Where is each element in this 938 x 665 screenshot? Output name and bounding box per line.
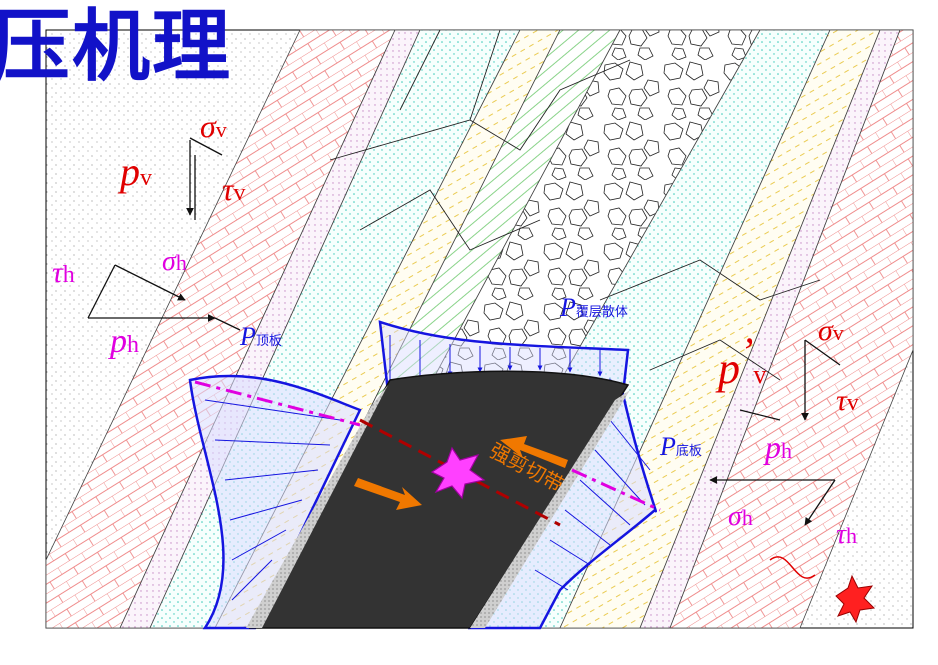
- roof-dash-line: [194, 380, 361, 427]
- p-cover: P覆层散体: [559, 293, 628, 322]
- page-title: 压机理: [0, 2, 233, 92]
- sigma-h-top: σh: [162, 246, 187, 277]
- p-v-prime: p’v: [715, 329, 766, 393]
- sigma-v-right: σv: [818, 314, 844, 347]
- roof-stress-envelope: [188, 374, 362, 630]
- burst-icon: [430, 446, 486, 500]
- sigma-v-top: σv: [200, 108, 227, 144]
- sigma-h-right: σh: [728, 501, 753, 532]
- p-h-left: ph: [108, 323, 139, 360]
- right-stress-arrows: [709, 339, 841, 526]
- tau-v-top: τv: [222, 171, 245, 207]
- p-floor: P底板: [659, 432, 702, 461]
- shear-arrows: [354, 436, 568, 510]
- tau-h-right: τh: [836, 519, 857, 550]
- p-h-right: ph: [763, 429, 792, 465]
- tau-v-right: τv: [836, 384, 859, 417]
- tau-h-left: τh: [52, 256, 75, 289]
- wave-icon: [769, 556, 816, 579]
- burst-icon-small: [835, 574, 876, 624]
- p-roof: P顶板: [239, 322, 282, 351]
- coal-seam: [246, 370, 630, 629]
- left-stress-arrows: [87, 137, 241, 331]
- p-v-label: pv: [117, 149, 152, 194]
